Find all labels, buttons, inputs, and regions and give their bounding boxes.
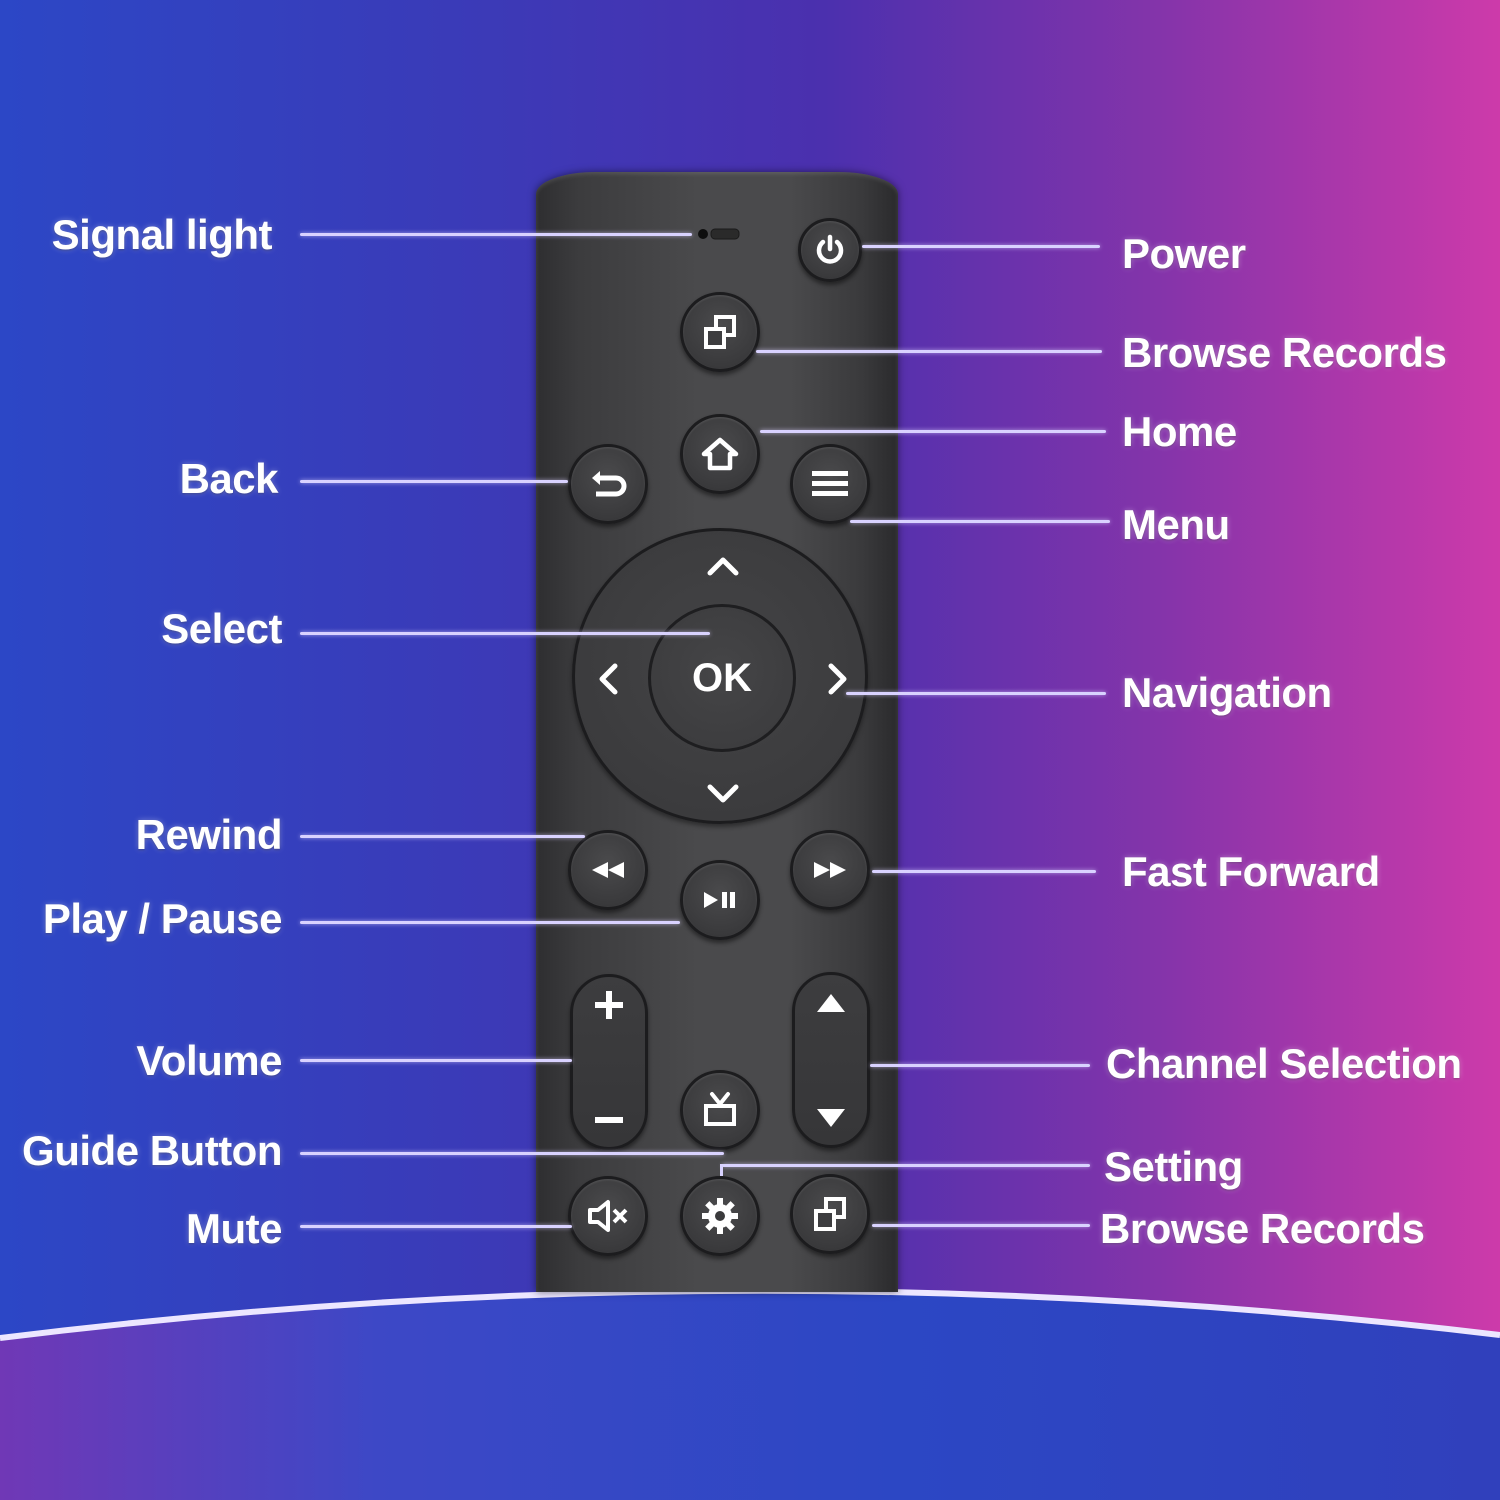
leader-channel-selection	[870, 1064, 1090, 1067]
chevron-up-icon	[707, 557, 739, 576]
browse-records-button-bottom[interactable]	[790, 1174, 870, 1254]
play-pause-button[interactable]	[680, 860, 760, 940]
remote-body: OK	[536, 172, 898, 1292]
triangle-down-icon	[817, 1108, 845, 1127]
mute-speaker-icon	[588, 1200, 628, 1232]
rewind-icon	[592, 862, 624, 878]
ok-select-button[interactable]: OK	[648, 604, 796, 752]
nav-left-button[interactable]	[583, 654, 633, 704]
label-menu: Menu	[1122, 501, 1230, 548]
label-mute: Mute	[186, 1205, 283, 1252]
volume-rocker	[570, 974, 648, 1150]
browse-records-icon	[814, 1197, 846, 1231]
leader-back	[300, 480, 568, 483]
minus-icon	[595, 1116, 623, 1123]
tv-guide-icon	[704, 1092, 736, 1126]
menu-button[interactable]	[790, 444, 870, 524]
leader-home	[760, 430, 1106, 433]
label-power: Power	[1122, 230, 1246, 277]
channel-up-button[interactable]	[795, 975, 867, 1060]
leader-signal-light	[300, 233, 692, 236]
leader-browse-records-top	[756, 350, 1102, 353]
leader-navigation	[846, 692, 1106, 695]
leader-browse-records-bottom	[872, 1224, 1090, 1227]
channel-down-button[interactable]	[795, 1060, 867, 1145]
browse-records-icon	[704, 315, 736, 349]
browse-records-button-top[interactable]	[680, 292, 760, 372]
leader-guide	[300, 1152, 724, 1155]
nav-down-button[interactable]	[698, 769, 748, 819]
label-browse-records-bottom: Browse Records	[1100, 1205, 1425, 1252]
label-fast-forward: Fast Forward	[1122, 848, 1380, 895]
label-guide-button: Guide Button	[22, 1127, 282, 1174]
leader-fast-forward	[872, 870, 1096, 873]
rewind-button[interactable]	[568, 830, 648, 910]
chevron-left-icon	[599, 663, 618, 695]
ok-label: OK	[692, 655, 752, 700]
volume-up-button[interactable]	[573, 977, 645, 1062]
label-home: Home	[1122, 408, 1237, 455]
label-browse-records-top: Browse Records	[1122, 329, 1447, 376]
triangle-up-icon	[817, 993, 845, 1012]
label-signal-light: Signal light	[51, 211, 273, 258]
label-back: Back	[179, 455, 279, 502]
menu-hamburger-icon	[812, 471, 848, 496]
label-select: Select	[161, 605, 282, 652]
power-icon	[816, 234, 844, 264]
label-navigation: Navigation	[1122, 669, 1332, 716]
guide-button[interactable]	[680, 1070, 760, 1150]
label-setting: Setting	[1104, 1143, 1243, 1190]
chevron-right-icon	[828, 663, 847, 695]
gear-icon	[702, 1198, 738, 1234]
label-play-pause: Play / Pause	[42, 895, 283, 942]
back-arrow-icon	[592, 471, 627, 497]
signal-light-indicator	[698, 228, 740, 240]
leader-volume	[300, 1059, 572, 1062]
nav-up-button[interactable]	[698, 541, 748, 591]
leader-mute	[300, 1225, 572, 1228]
leader-play-pause	[300, 921, 680, 924]
channel-rocker	[792, 972, 870, 1148]
chevron-down-icon	[707, 784, 739, 803]
fast-forward-icon	[814, 862, 846, 878]
leader-menu	[850, 520, 1110, 523]
home-icon	[701, 437, 739, 471]
label-rewind: Rewind	[135, 811, 283, 858]
leader-power	[862, 245, 1100, 248]
back-button[interactable]	[568, 444, 648, 524]
navigation-dpad: OK	[572, 528, 868, 824]
leader-select	[300, 632, 710, 635]
leader-setting-vertical	[720, 1164, 723, 1176]
setting-button[interactable]	[680, 1176, 760, 1256]
plus-icon	[595, 990, 623, 1019]
mute-button[interactable]	[568, 1176, 648, 1256]
play-pause-icon	[704, 892, 735, 908]
nav-right-button[interactable]	[813, 654, 863, 704]
volume-down-button[interactable]	[573, 1062, 645, 1147]
fast-forward-button[interactable]	[790, 830, 870, 910]
label-volume: Volume	[136, 1037, 282, 1084]
leader-rewind	[300, 835, 585, 838]
label-channel-selection: Channel Selection	[1106, 1040, 1462, 1087]
leader-setting	[722, 1164, 1090, 1167]
power-button[interactable]	[798, 218, 862, 282]
home-button[interactable]	[680, 414, 760, 494]
